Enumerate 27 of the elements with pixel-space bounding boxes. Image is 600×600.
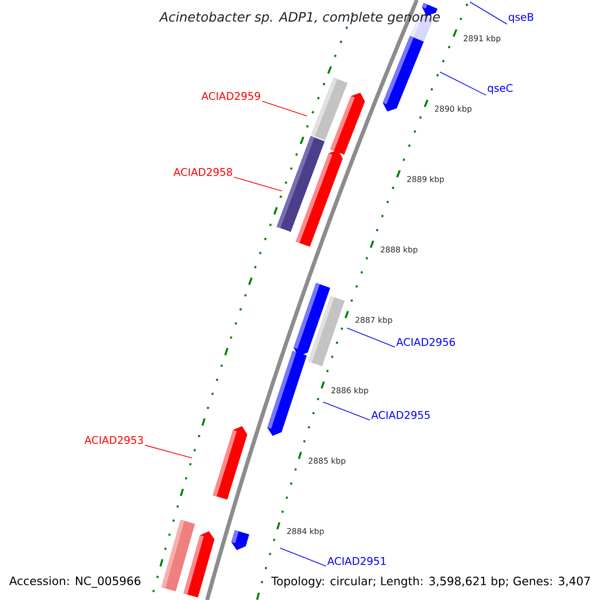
gene-label: ACIAD2959: [201, 92, 260, 100]
leader-line: [262, 100, 308, 116]
title: Acinetobacter sp. ADP1, complete genome: [158, 12, 440, 24]
leader-line: [234, 176, 282, 192]
gene-label: ACIAD2953: [84, 436, 143, 444]
gene-label: qseC: [488, 84, 513, 94]
leader-line: [346, 328, 396, 348]
gene-label: ACIAD2958: [173, 168, 232, 176]
scale-label: 2890 kbp: [434, 106, 472, 114]
leader-line: [440, 72, 486, 96]
gene-label: ACIAD2951: [327, 557, 386, 565]
gene-label: qseB: [508, 13, 534, 23]
scale-label: 2885 kbp: [308, 458, 346, 466]
scale-label: 2888 kbp: [380, 246, 418, 254]
gene-label: ACIAD2955: [371, 411, 430, 419]
info-text: Accession: NC_005966: [9, 576, 140, 588]
leader-line: [322, 402, 370, 421]
leader-line: [280, 548, 326, 567]
leader-line: [470, 2, 508, 25]
gene-label: ACIAD2956: [396, 338, 455, 346]
scale-label: 2887 kbp: [356, 316, 392, 324]
scale-label: 2889 kbp: [407, 176, 444, 184]
scale-label: 2891 kbp: [464, 35, 500, 43]
scale-label: 2884 kbp: [287, 528, 324, 536]
info-text: Topology: circular; Length: 3,598,621 bp; Genes: 3,407: [271, 576, 590, 588]
leader-line: [144, 444, 192, 458]
scale-label: 2886 kbp: [332, 387, 368, 395]
